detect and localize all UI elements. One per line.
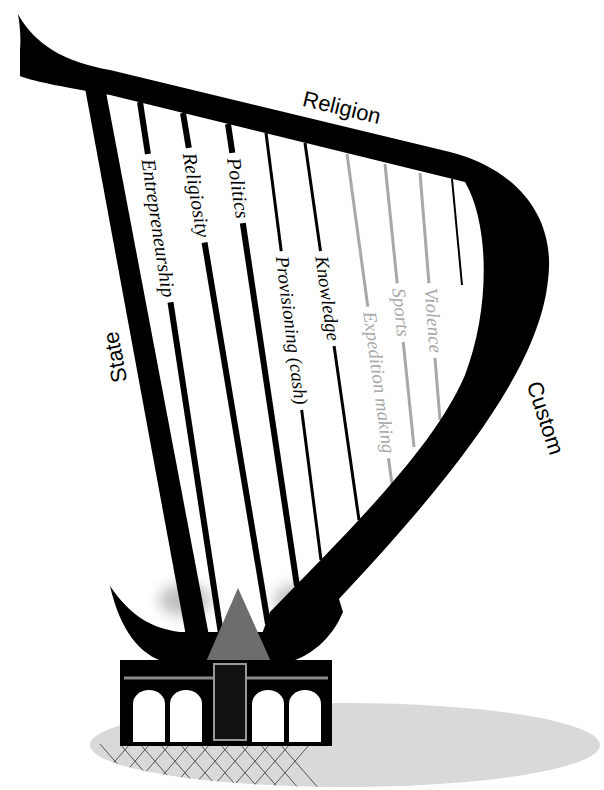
house-window xyxy=(170,690,202,742)
house-door xyxy=(214,664,246,740)
frame-label: Custom xyxy=(521,376,569,459)
string-label: Violence xyxy=(418,282,447,359)
string-label: Religiosity xyxy=(177,146,216,244)
frame-label: Religion xyxy=(298,87,385,130)
string-label: Knowledge xyxy=(309,249,345,347)
house-gable xyxy=(205,588,272,664)
ground-hatching xyxy=(90,744,320,790)
house-window xyxy=(289,690,321,742)
frame-label: State xyxy=(98,328,132,387)
string-label: Politics xyxy=(221,151,255,225)
harp-string xyxy=(305,143,359,520)
harp-string xyxy=(452,179,462,285)
string-label: Entrepreneurship xyxy=(136,152,182,304)
house-window xyxy=(252,690,284,742)
string-label: Sports xyxy=(385,282,414,343)
house-body xyxy=(120,660,332,746)
string-label: Provisioning (cash) xyxy=(269,249,312,410)
house-window xyxy=(133,690,165,742)
harp-frame xyxy=(18,14,549,634)
